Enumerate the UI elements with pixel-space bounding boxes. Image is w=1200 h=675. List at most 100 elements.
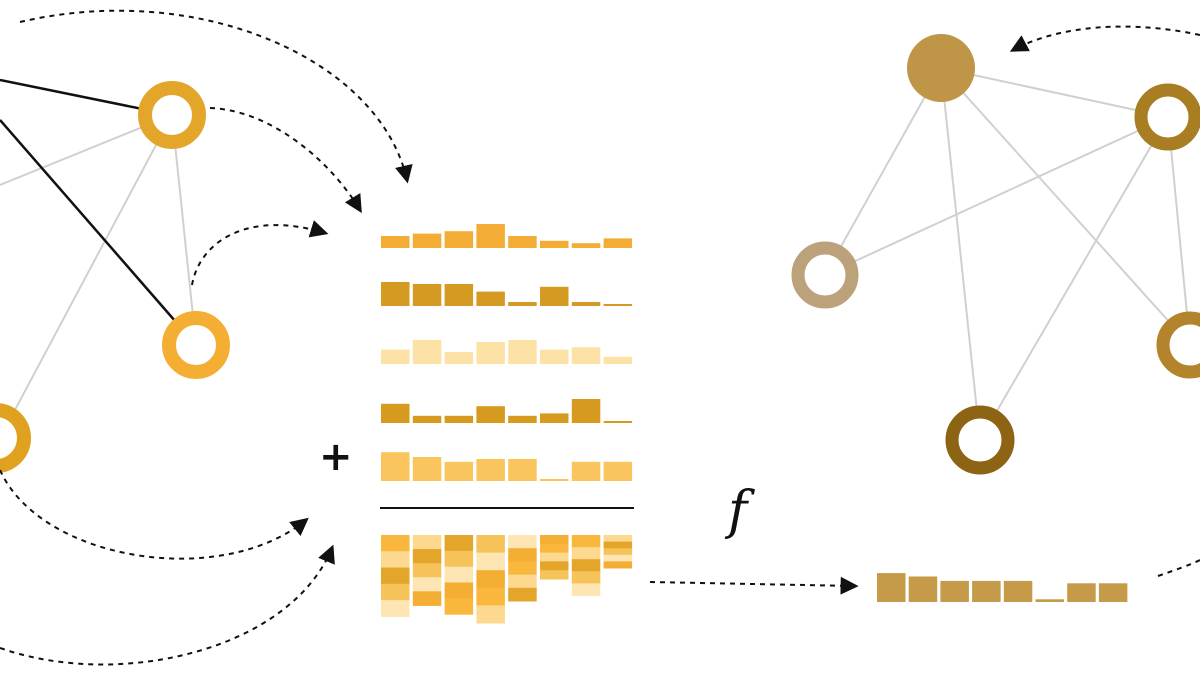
output-node: [945, 405, 1015, 475]
output-bar: [972, 580, 1001, 602]
feature-bar: [571, 399, 601, 423]
aggregated-segment: [603, 548, 633, 556]
aggregated-segment: [603, 554, 633, 562]
feature-bar: [508, 459, 537, 481]
feature-bar: [412, 340, 442, 364]
aggregated-segment: [508, 574, 537, 589]
message-arrow: [0, 544, 335, 666]
sum-symbol: +: [319, 434, 353, 480]
message-arrow: [191, 220, 329, 286]
feature-bar: [412, 233, 442, 248]
input-edge: [171, 114, 197, 346]
feature-row: [381, 282, 633, 306]
feature-row: [381, 452, 633, 481]
output-edge: [1167, 116, 1191, 346]
aggregated-segment: [412, 577, 442, 592]
aggregated-segment: [540, 570, 569, 580]
feature-bar: [540, 286, 569, 306]
aggregated-segment: [508, 548, 537, 562]
message-arrow: [19, 9, 413, 184]
message-arrows: [0, 9, 1200, 666]
feature-bar: [412, 457, 442, 481]
feature-bar: [571, 461, 601, 481]
aggregated-segment: [571, 535, 601, 548]
output-node: [791, 241, 859, 309]
feature-bar: [412, 415, 442, 423]
output-bar: [877, 573, 906, 602]
input-node: [138, 81, 206, 149]
aggregated-segment: [540, 543, 569, 554]
output-edge: [824, 116, 1169, 276]
aggregated-features: [381, 535, 633, 624]
feature-bar: [603, 238, 633, 248]
output-edge: [979, 116, 1169, 441]
feature-bar: [603, 304, 633, 306]
feature-bar: [381, 452, 410, 481]
aggregated-segment: [476, 570, 505, 589]
feature-bar: [603, 421, 633, 423]
feature-bar: [476, 291, 505, 306]
aggregated-segment: [412, 535, 442, 550]
aggregated-segment: [540, 561, 569, 571]
aggregated-segment: [412, 591, 442, 606]
feature-row: [381, 224, 633, 248]
output-bar: [1098, 583, 1128, 602]
output-edge: [940, 67, 1169, 118]
aggregated-segment: [603, 535, 633, 543]
aggregated-segment: [381, 551, 410, 569]
feature-bar: [444, 231, 474, 248]
aggregated-segment: [444, 535, 474, 552]
aggregated-segment: [603, 561, 633, 569]
output-node: [1134, 83, 1200, 151]
feature-bar: [603, 356, 633, 364]
feature-bar: [444, 284, 474, 306]
aggregated-segment: [508, 535, 537, 549]
update-arrow: [1157, 559, 1200, 577]
output-bar: [1003, 580, 1033, 602]
aggregated-segment: [476, 605, 505, 624]
feature-bar: [603, 461, 633, 481]
update-function-symbol: f: [724, 481, 755, 541]
feature-bar: [444, 461, 474, 481]
feature-bar: [540, 349, 569, 364]
feature-bar: [476, 406, 505, 423]
aggregated-segment: [571, 571, 601, 584]
output-edge: [940, 67, 1191, 346]
feature-bar: [571, 243, 601, 248]
feature-bar: [508, 302, 537, 306]
feature-bar: [381, 236, 410, 248]
input-graph: [0, 78, 230, 473]
aggregated-segment: [540, 552, 569, 562]
aggregated-segment: [381, 567, 410, 585]
feature-bar: [444, 415, 474, 423]
output-node-updated: [907, 34, 975, 102]
aggregated-segment: [381, 600, 410, 617]
output-bar: [1035, 599, 1064, 602]
input-node: [0, 403, 31, 473]
feature-bar: [540, 240, 569, 248]
feature-bar: [381, 349, 410, 364]
aggregated-segment: [476, 587, 505, 606]
message-arrow: [209, 107, 362, 214]
output-edge: [824, 67, 942, 276]
feature-bar: [571, 302, 601, 306]
feature-bar: [540, 479, 569, 481]
feature-row: [381, 399, 633, 423]
feature-bar: [444, 352, 474, 364]
feature-bar: [381, 282, 410, 306]
aggregated-segment: [381, 535, 410, 552]
feature-bar: [476, 459, 505, 481]
feature-bar: [381, 403, 410, 423]
input-edge: [0, 114, 173, 439]
aggregated-segment: [476, 535, 505, 554]
aggregated-segment: [476, 552, 505, 571]
update-arrow: [1009, 25, 1200, 52]
output-edge: [940, 67, 981, 441]
aggregated-segment: [444, 598, 474, 615]
message-arrow: [0, 469, 309, 560]
aggregated-segment: [412, 563, 442, 578]
input-edge-highlighted: [0, 119, 197, 346]
aggregated-segment: [444, 566, 474, 584]
feature-bar: [540, 413, 569, 423]
